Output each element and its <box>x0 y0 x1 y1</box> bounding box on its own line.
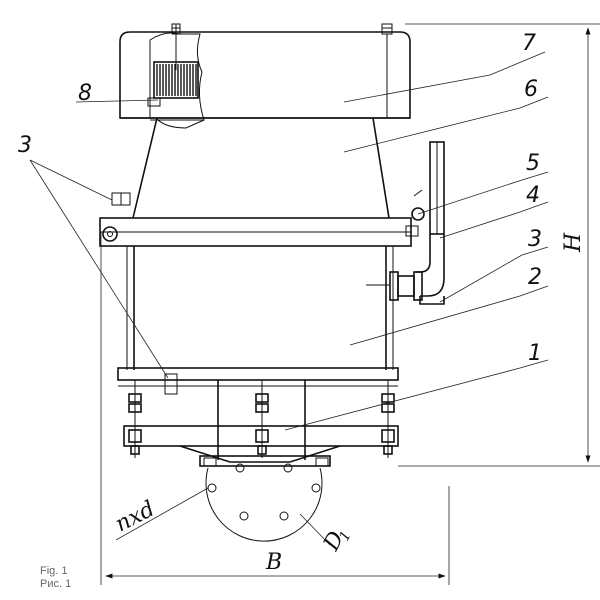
bolt-hole <box>239 511 249 521</box>
top-cover <box>119 31 411 119</box>
base-support <box>117 367 399 467</box>
caption-en: Fig. 1 <box>40 565 68 577</box>
callout-3-left: 3 <box>18 133 32 158</box>
side-nozzle <box>366 271 423 301</box>
height-dimension <box>398 23 600 467</box>
stud-bolt <box>128 380 142 458</box>
holes-label: nxd <box>111 497 159 538</box>
top-stud-left <box>171 23 181 70</box>
tapered-housing <box>132 117 390 219</box>
lower-chamber <box>126 246 394 370</box>
bolt-hole <box>235 463 245 473</box>
bolt-hole <box>279 511 289 521</box>
callout-3-right: 3 <box>528 227 542 252</box>
left-fitting-upper <box>111 192 131 206</box>
height-label: H <box>561 232 586 253</box>
caption-ru: Рис. 1 <box>40 578 72 590</box>
stud-bolt <box>255 380 269 458</box>
callout-5: 5 <box>526 151 540 176</box>
filter-element <box>147 32 205 129</box>
bolt-group <box>128 380 395 458</box>
width-label: B <box>265 550 282 575</box>
callout-4: 4 <box>526 183 540 208</box>
callout-2: 2 <box>528 265 542 290</box>
gauge-valve-knob <box>411 207 425 221</box>
bolt-hole <box>283 463 293 473</box>
leader-lines <box>29 51 549 546</box>
callout-8: 8 <box>78 81 92 106</box>
figure-caption: Fig. 1 Рис. 1 <box>40 565 71 591</box>
level-gauge <box>411 141 445 305</box>
width-dimension <box>100 232 450 585</box>
bolt-hole <box>311 483 321 493</box>
callout-1: 1 <box>528 341 542 366</box>
bolt-hole <box>207 483 217 493</box>
flange-band <box>99 217 419 247</box>
stud-bolt <box>381 380 395 458</box>
callout-7: 7 <box>522 31 536 56</box>
top-stud-right <box>381 23 393 118</box>
callout-6: 6 <box>524 77 538 102</box>
bottom-bolt-circle <box>205 463 323 542</box>
bolt-circle-label: D 1 <box>319 527 355 556</box>
